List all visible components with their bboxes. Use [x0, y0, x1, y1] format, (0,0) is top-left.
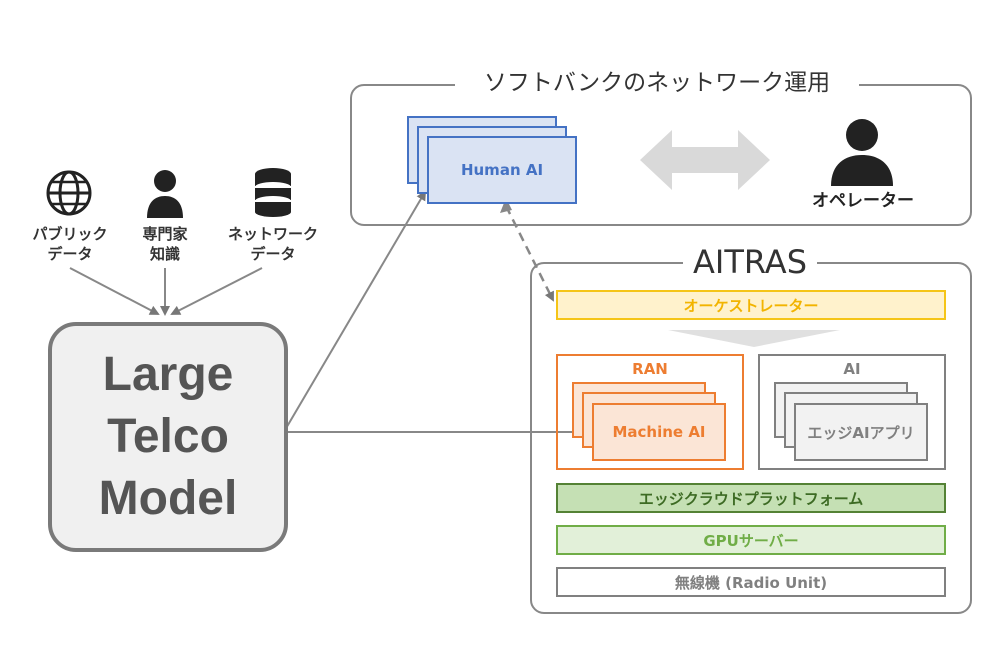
- source-network-line1: ネットワーク: [227, 225, 318, 243]
- machine-ai-label: Machine AI: [612, 423, 706, 441]
- edge-ai-label: エッジAIアプリ: [807, 423, 915, 442]
- database-icon: [255, 168, 291, 217]
- aitras-title: AITRAS: [683, 243, 817, 281]
- source-public-line1: パブリック: [32, 225, 108, 243]
- source-expert-line1: 専門家: [142, 225, 188, 243]
- source-expert-line2: 知識: [149, 245, 180, 263]
- arrow-public-to-model: [69, 267, 160, 315]
- ran-title: RAN: [632, 360, 668, 378]
- person-icon: [147, 170, 183, 218]
- edge-ai-card: エッジAIアプリ: [794, 403, 928, 461]
- machine-ai-card: Machine AI: [592, 403, 726, 461]
- edge-cloud-bar: エッジクラウドプラットフォーム: [556, 483, 946, 513]
- ai-title: AI: [843, 360, 861, 378]
- operator-label: オペレーター: [812, 191, 914, 211]
- large-telco-model: Large Telco Model: [48, 322, 288, 552]
- ran-box: [556, 354, 744, 470]
- globe-icon: [46, 170, 92, 216]
- network-operations-title: ソフトバンクのネットワーク運用: [455, 68, 859, 98]
- double-arrow-icon: [640, 130, 770, 190]
- source-label-expert: 専門家 知識: [105, 224, 225, 264]
- model-line1: Large: [102, 348, 234, 401]
- gpu-server-bar: GPUサーバー: [556, 525, 946, 555]
- flow-down-icon: [668, 330, 840, 347]
- model-line2: Telco: [107, 410, 229, 463]
- arrow-model-to-human-ai: [284, 190, 427, 431]
- arrow-network-to-model: [170, 267, 263, 315]
- dashed-link-human-ai-orchestrator: [504, 205, 555, 302]
- source-label-public: パブリック データ: [10, 224, 130, 264]
- dashed-link-head-top: [500, 198, 512, 213]
- source-label-network: ネットワーク データ: [213, 224, 333, 264]
- human-ai-label: Human AI: [460, 161, 544, 179]
- source-network-line2: データ: [250, 245, 296, 263]
- model-line3: Model: [98, 472, 238, 525]
- orchestrator-bar: オーケストレーター: [556, 290, 946, 320]
- radio-unit-bar: 無線機 (Radio Unit): [556, 567, 946, 597]
- human-ai-card: Human AI: [427, 136, 577, 204]
- ai-box: [758, 354, 946, 470]
- operator-icon: [831, 119, 893, 186]
- source-public-line2: データ: [47, 245, 93, 263]
